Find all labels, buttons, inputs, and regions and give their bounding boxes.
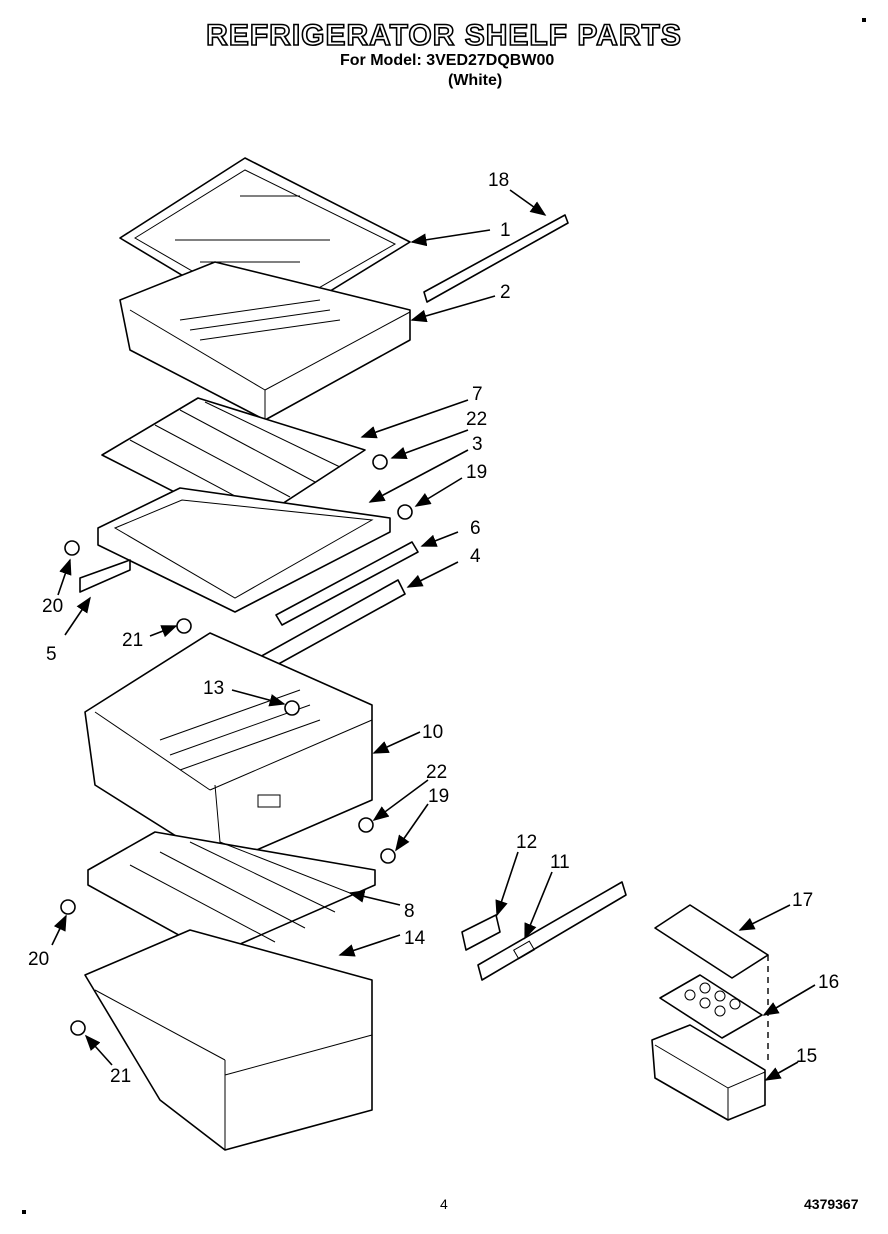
doc-number: 4379367	[804, 1196, 859, 1212]
leader-lines	[51, 189, 816, 1081]
fastener-21-upper	[176, 618, 192, 634]
crisper-frame	[119, 261, 411, 421]
callout-12: 12	[516, 832, 537, 853]
fastener-19-upper	[397, 504, 413, 520]
callout-10: 10	[422, 722, 443, 743]
callout-19-lower: 19	[428, 786, 449, 807]
callout-14: 14	[404, 928, 426, 949]
color-line: (White)	[448, 72, 503, 89]
page-number: 4	[440, 1196, 448, 1212]
trim-strip	[423, 214, 569, 303]
fastener-21-lower	[70, 1020, 86, 1036]
control-knob	[461, 914, 501, 951]
fastener-19-lower	[380, 848, 396, 864]
callout-2: 2	[500, 282, 511, 303]
fastener-22-upper	[372, 454, 388, 470]
lower-shelf-frame	[87, 831, 376, 956]
callout-21-lower: 21	[110, 1066, 131, 1087]
callout-18: 18	[488, 170, 509, 191]
drawer-lower	[84, 929, 373, 1151]
callout-17: 17	[792, 890, 813, 911]
callout-19-upper: 19	[466, 462, 487, 483]
corner-mark-bottom	[22, 1210, 26, 1214]
callout-6: 6	[470, 518, 481, 539]
rail-6	[275, 541, 419, 626]
drawer-upper	[84, 632, 373, 866]
fastener-22-lower	[358, 817, 374, 833]
corner-mark-top	[862, 18, 866, 22]
egg-lid	[654, 904, 769, 979]
callout-4: 4	[470, 546, 481, 567]
control-slide	[477, 881, 627, 981]
page-title: REFRIGERATOR SHELF PARTS	[205, 19, 682, 53]
callout-16: 16	[818, 972, 839, 993]
side-bracket	[79, 559, 131, 593]
callout-20-lower: 20	[28, 949, 49, 970]
callout-22-lower: 22	[426, 762, 447, 783]
egg-bin	[651, 1024, 766, 1121]
callout-7: 7	[472, 384, 483, 405]
model-line: For Model: 3VED27DQBW00	[340, 52, 555, 69]
callout-1: 1	[500, 220, 511, 241]
fastener-20-lower	[60, 899, 76, 915]
callout-3: 3	[472, 434, 483, 455]
shelf-frame	[97, 487, 391, 613]
callout-15: 15	[796, 1046, 817, 1067]
callout-22-upper: 22	[466, 409, 487, 430]
callout-11: 11	[550, 852, 570, 873]
fastener-20-upper	[64, 540, 80, 556]
callout-20-upper: 20	[42, 596, 63, 617]
egg-tray	[659, 974, 763, 1039]
fastener-13	[284, 700, 300, 716]
callout-13: 13	[203, 678, 224, 699]
callout-21-upper: 21	[122, 630, 143, 651]
callout-5: 5	[46, 644, 57, 665]
callout-8: 8	[404, 901, 415, 922]
